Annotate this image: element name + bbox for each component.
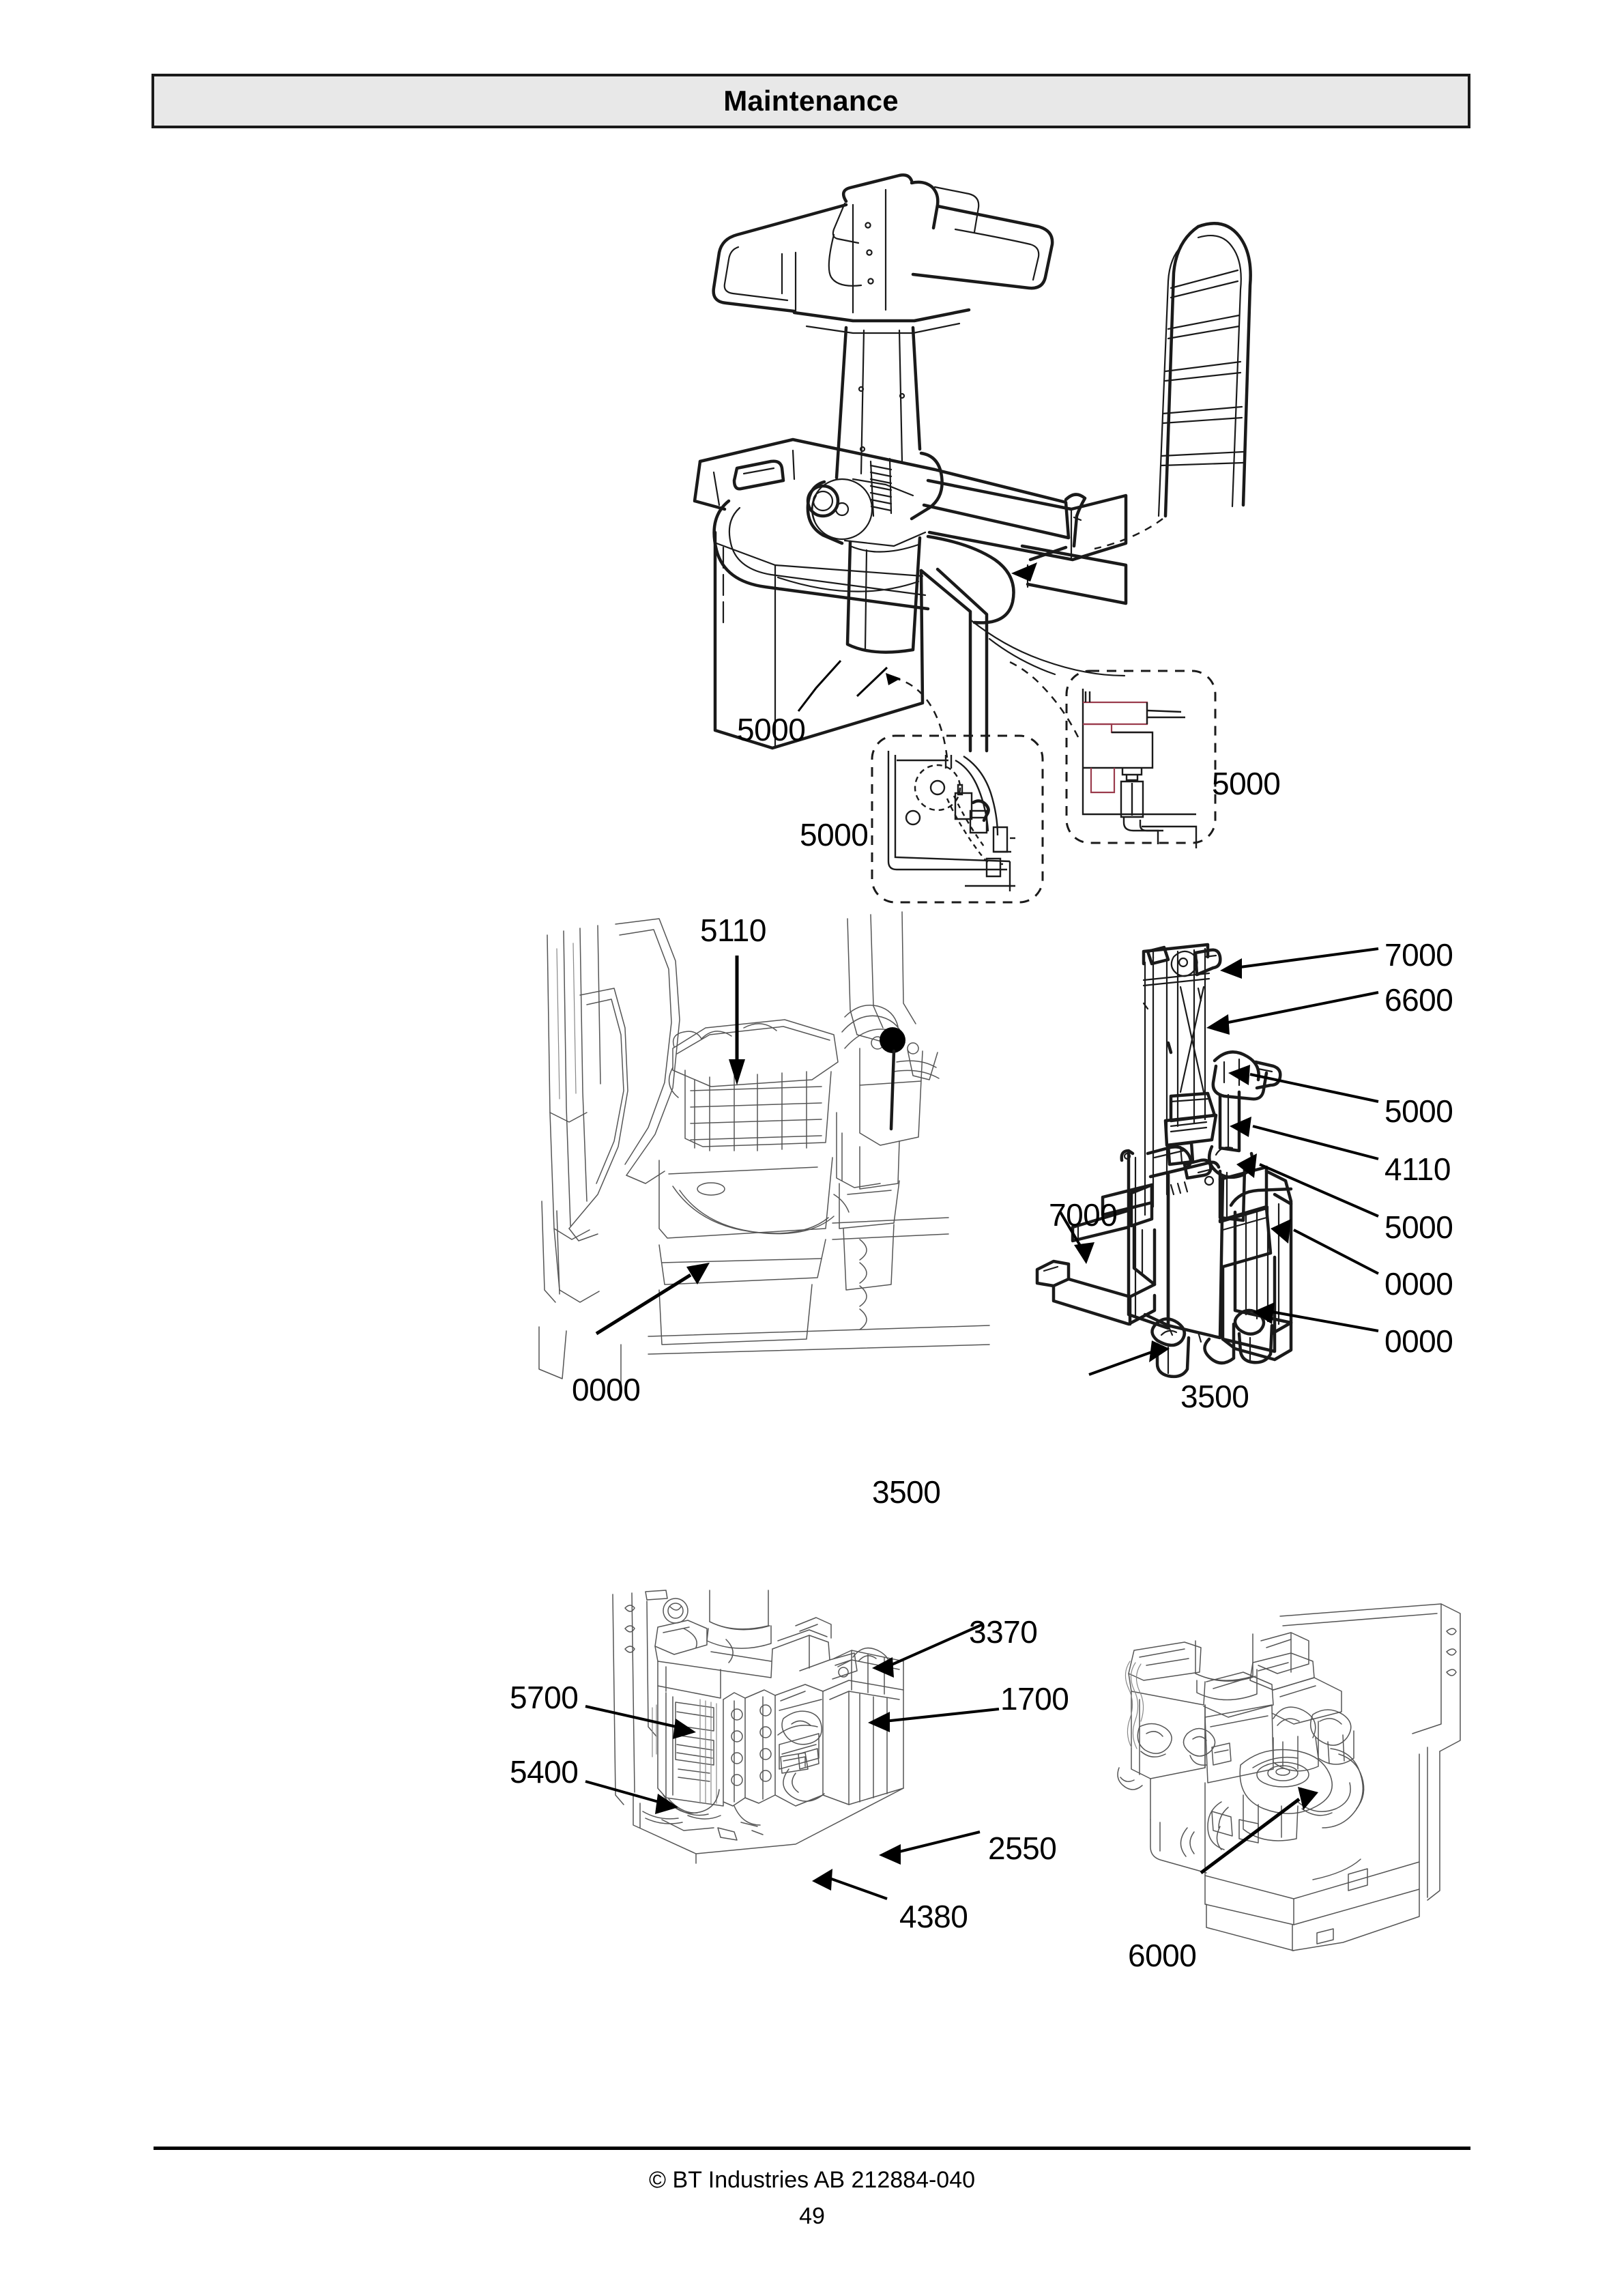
detail-callout-switch-schematic [1061,665,1232,850]
callout-label-3500-standalone: 3500 [872,1474,941,1510]
tiller-head-icon [712,173,1054,334]
electrical-panel-icon [652,1685,776,1831]
page-header: Maintenance [151,74,1470,128]
callout-label-1700: 1700 [1000,1681,1069,1717]
plate-icon [1128,1632,1342,1725]
leader-0000 [595,1273,692,1336]
leader-5000-upper [1249,1073,1379,1103]
floor-base-icon [633,1788,904,1864]
callout-label-5000-b: 5000 [800,817,869,852]
callout-label-4380: 4380 [899,1899,968,1934]
backrest-grille-icon [1094,222,1252,550]
chassis-body-icon [693,437,1128,753]
callout-label-3500-arrow: 3500 [1180,1379,1249,1414]
dashed-boundary [1065,670,1217,844]
leader-4380 [829,1877,888,1900]
callout-label-5700: 5700 [510,1680,579,1715]
callout-label-5110: 5110 [700,913,766,948]
switch-schematic-detail [1082,689,1198,848]
figure-tiller-control-assembly [648,164,1262,753]
callout-label-7000-fork: 7000 [1049,1197,1118,1233]
leader-detail-b [1006,659,1079,738]
callout-label-5400: 5400 [510,1754,579,1790]
leader-3500 [1088,1349,1158,1376]
leader-0000-upper [1293,1229,1379,1275]
figure-motor-compartment-right [1117,1603,1467,1972]
opened-cover-icon [549,918,680,1303]
callout-label-5000-c: 5000 [1212,766,1281,801]
hose-icon [1150,1819,1207,1874]
figure4-leader-lines [478,1583,1037,1993]
frame-post-icon [612,1590,668,1805]
callout-label-3370: 3370 [969,1614,1038,1650]
figure2-leader-lines [539,908,989,1386]
callout-label-0000-left: 0000 [572,1372,641,1407]
leader-0000-lower [1271,1310,1379,1332]
leader-5000-a [797,659,842,712]
callout-label-2550: 2550 [988,1831,1057,1866]
callout-label-6600: 6600 [1384,982,1453,1018]
callout-label-6000: 6000 [1128,1938,1197,1973]
leader-5000-lower [1259,1163,1379,1218]
battery-cells-icon [668,1019,839,1151]
page-title: Maintenance [723,85,899,117]
leader-1700 [884,1708,1000,1723]
rear-wall-icon [1279,1603,1461,1901]
ignition-key-icon [880,1027,905,1131]
mast-rails-icon [547,925,601,1291]
dashed-boundary [871,734,1044,904]
leader-6000 [1200,1798,1301,1874]
lower-frame-icon [538,1201,990,1386]
leader-3370 [886,1623,983,1668]
figure3-leader-lines [1037,921,1419,1420]
battery-tray-icon [1204,1753,1420,1951]
callout-label-0000-lower: 0000 [1384,1323,1453,1359]
footer-divider [154,2147,1470,2150]
contactor-block-icon [1117,1661,1274,1820]
motor-housing-icon [845,536,922,654]
tiller-arm-icon [835,326,922,517]
callout-label-5000-a: 5000 [737,712,806,747]
callout-label-5000-upper: 5000 [1384,1093,1453,1129]
leader-6600 [1221,991,1379,1025]
callout-label-4110: 4110 [1384,1151,1451,1187]
leader-7000-fork [1059,1211,1084,1250]
callout-label-7000-top: 7000 [1384,937,1453,973]
leader-2550 [896,1831,981,1854]
motor-assembly-icon [1207,1706,1365,1850]
detail-callout-pedal-switch [867,730,1058,908]
leader-5700 [585,1705,683,1730]
figure-pallet-stacker-overview [1035,921,1419,1420]
callout-label-0000-upper: 0000 [1384,1266,1453,1302]
leader-4110 [1252,1125,1379,1160]
callout-label-5000-lower: 5000 [1384,1209,1453,1245]
pedal-switch-detail [887,751,1015,891]
footer-copyright: © BT Industries AB 212884-040 [648,2167,976,2193]
figure-battery-compartment-view [538,908,990,1386]
leader-detail-a [888,676,948,758]
right-column-icon [832,911,949,1330]
figure5-leader-lines [1092,1590,1474,1972]
footer-page-number: 49 [799,2203,825,2229]
leader-5400 [585,1780,664,1805]
compartment-floor-icon [658,1157,850,1345]
forks-icon [1035,1183,1170,1328]
figure1-leader-lines [682,655,1296,928]
leader-7000-top [1234,947,1379,969]
